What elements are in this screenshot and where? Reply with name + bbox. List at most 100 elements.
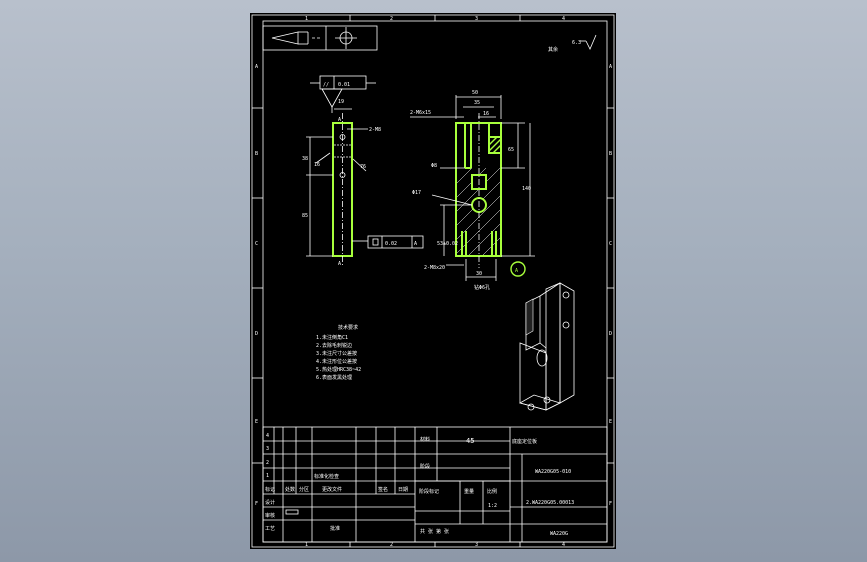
zone-right-d: D <box>609 331 612 337</box>
tolerance-frame-value: 0.02 <box>385 241 397 247</box>
tolerance-frame-datum: A <box>414 241 417 247</box>
tech-req-line-2: 2.去除毛刺锐边 <box>316 342 352 349</box>
zone-left-a: A <box>255 64 258 70</box>
crosshair-icon <box>335 27 357 49</box>
zone-left-e: E <box>255 419 258 425</box>
tech-req-title: 技术要求 <box>338 324 358 331</box>
zone-top-3: 3 <box>475 16 478 22</box>
tb-header-doc: 更改文件 <box>322 486 342 493</box>
tech-req-line-3: 3.未注尺寸公差按 <box>316 350 357 357</box>
tb-sheets: 共 张 第 张 <box>420 528 449 535</box>
side-angle-left: 16 <box>314 162 320 168</box>
surface-finish-symbol: 其余 6.3 <box>548 34 597 53</box>
inner-border <box>262 20 608 543</box>
tb-scale-value: 1:2 <box>488 503 497 509</box>
tb-header-zone: 分区 <box>299 486 309 493</box>
side-hole-label: 2-M8 <box>369 127 381 133</box>
dim-53: 53±0.02 <box>437 241 458 247</box>
side-view: // 0.01 19 2-M8 38 85 16 76 A A 0.02 <box>302 75 424 267</box>
tb-stage-mark: 阶段标记 <box>419 488 439 495</box>
tb-material-value: 45 <box>466 437 474 445</box>
section-mark-top: A <box>338 117 341 123</box>
tb-scale-header: 比例 <box>487 488 497 495</box>
tb-stage-label: 阶段 <box>420 463 430 470</box>
isometric-view <box>518 282 575 411</box>
surface-finish-value: 6.3 <box>572 40 581 46</box>
tb-weight: 重量 <box>464 488 474 495</box>
slot-hatch <box>488 136 502 154</box>
taper-icon <box>271 31 322 45</box>
parallelism-symbol: // <box>323 82 329 88</box>
zone-top-4: 4 <box>562 16 565 22</box>
zone-bottom-3: 3 <box>475 542 478 548</box>
tech-req-line-1: 1.未注倒角C1 <box>316 334 348 341</box>
title-block: 4 3 2 1 材料 45 底座定位板 阶段 标准化检查 标记 处数 分区 更改… <box>262 426 608 543</box>
dim-140: 140 <box>522 186 531 192</box>
thread-label-bottom: 2-M8x20 <box>424 265 445 271</box>
tb-row-2: 2 <box>266 460 269 466</box>
zone-left-c: C <box>255 241 258 247</box>
zone-labels-bottom: 1 2 3 4 <box>305 542 565 548</box>
tolerance-frame <box>367 235 424 249</box>
surface-finish-label: 其余 <box>548 46 558 53</box>
tb-header-count: 处数 <box>285 486 295 493</box>
surface-finish-check-icon <box>585 34 597 50</box>
front-body-outline <box>455 122 502 257</box>
side-dim-lower: 85 <box>302 213 308 219</box>
zone-right-e: E <box>609 419 612 425</box>
thread-label-top: 2-M6x15 <box>410 110 431 116</box>
zone-left-d: D <box>255 331 258 337</box>
tb-header-mark: 标记 <box>265 486 275 493</box>
tb-design: 设计 <box>265 499 275 506</box>
tech-req-line-6: 6.表面发黑处理 <box>316 374 352 381</box>
tb-std-check: 标准化检查 <box>314 473 339 480</box>
tb-material-label: 材料 <box>420 436 430 443</box>
datum-a-callout <box>510 261 526 277</box>
iso-bore-icon <box>536 349 548 367</box>
zone-ticks <box>252 15 614 547</box>
zone-right-a: A <box>609 64 612 70</box>
zone-right-b: B <box>609 151 612 157</box>
zone-right-f: F <box>609 501 612 507</box>
datum-a-letter: A <box>515 268 518 274</box>
dim-65: 65 <box>508 147 514 153</box>
bottom-note: 钻Φ6孔 <box>474 284 490 291</box>
drawing-canvas: 1 2 3 4 1 2 3 4 A B C D E F A B C D E F <box>251 14 615 548</box>
tech-req-line-5: 5.热处理HRC38~42 <box>316 366 361 373</box>
dim-50: 50 <box>472 90 478 96</box>
zone-left-f: F <box>255 501 258 507</box>
zone-bottom-2: 2 <box>390 542 393 548</box>
projection-symbol-box <box>262 25 378 51</box>
dim-16: 16 <box>483 111 489 117</box>
zone-labels-left: A B C D E F <box>255 64 258 507</box>
zone-labels-right: A B C D E F <box>609 64 612 507</box>
side-angle-right: 76 <box>360 164 366 170</box>
parallelism-tolerance: 0.01 <box>338 82 350 88</box>
tb-approve: 批准 <box>330 525 340 532</box>
tb-product-code: WA220G <box>550 531 568 537</box>
zone-labels-top: 1 2 3 4 <box>305 16 565 22</box>
zone-top-1: 1 <box>305 16 308 22</box>
hole-17-label: Φ17 <box>412 190 421 196</box>
zone-right-c: C <box>609 241 612 247</box>
drawing-sheet: 1 2 3 4 1 2 3 4 A B C D E F A B C D E F <box>250 13 616 549</box>
side-width-dim: 19 <box>338 99 344 105</box>
zone-top-2: 2 <box>390 16 393 22</box>
zone-bottom-4: 4 <box>562 542 565 548</box>
dim-30: 30 <box>476 271 482 277</box>
datum-triangle-icon <box>321 88 343 108</box>
side-dim-upper: 38 <box>302 156 308 162</box>
flatness-icon <box>372 238 379 246</box>
tb-part-name: 底座定位板 <box>512 438 537 445</box>
outer-border <box>251 14 615 548</box>
hole-8-label: Φ8 <box>431 163 437 169</box>
tb-row-1: 1 <box>266 473 269 479</box>
dim-35: 35 <box>474 100 480 106</box>
tb-header-sign: 签名 <box>378 486 388 493</box>
tb-row-4: 4 <box>266 433 269 439</box>
tech-req-line-4: 4.未注形位公差按 <box>316 358 357 365</box>
tb-assembly-no: 2.WA220G05.00013 <box>526 500 574 506</box>
front-view: 50 35 16 2-M6x15 65 140 Φ8 Φ17 53±0.02 2… <box>410 90 535 291</box>
tb-row-3: 3 <box>266 446 269 452</box>
